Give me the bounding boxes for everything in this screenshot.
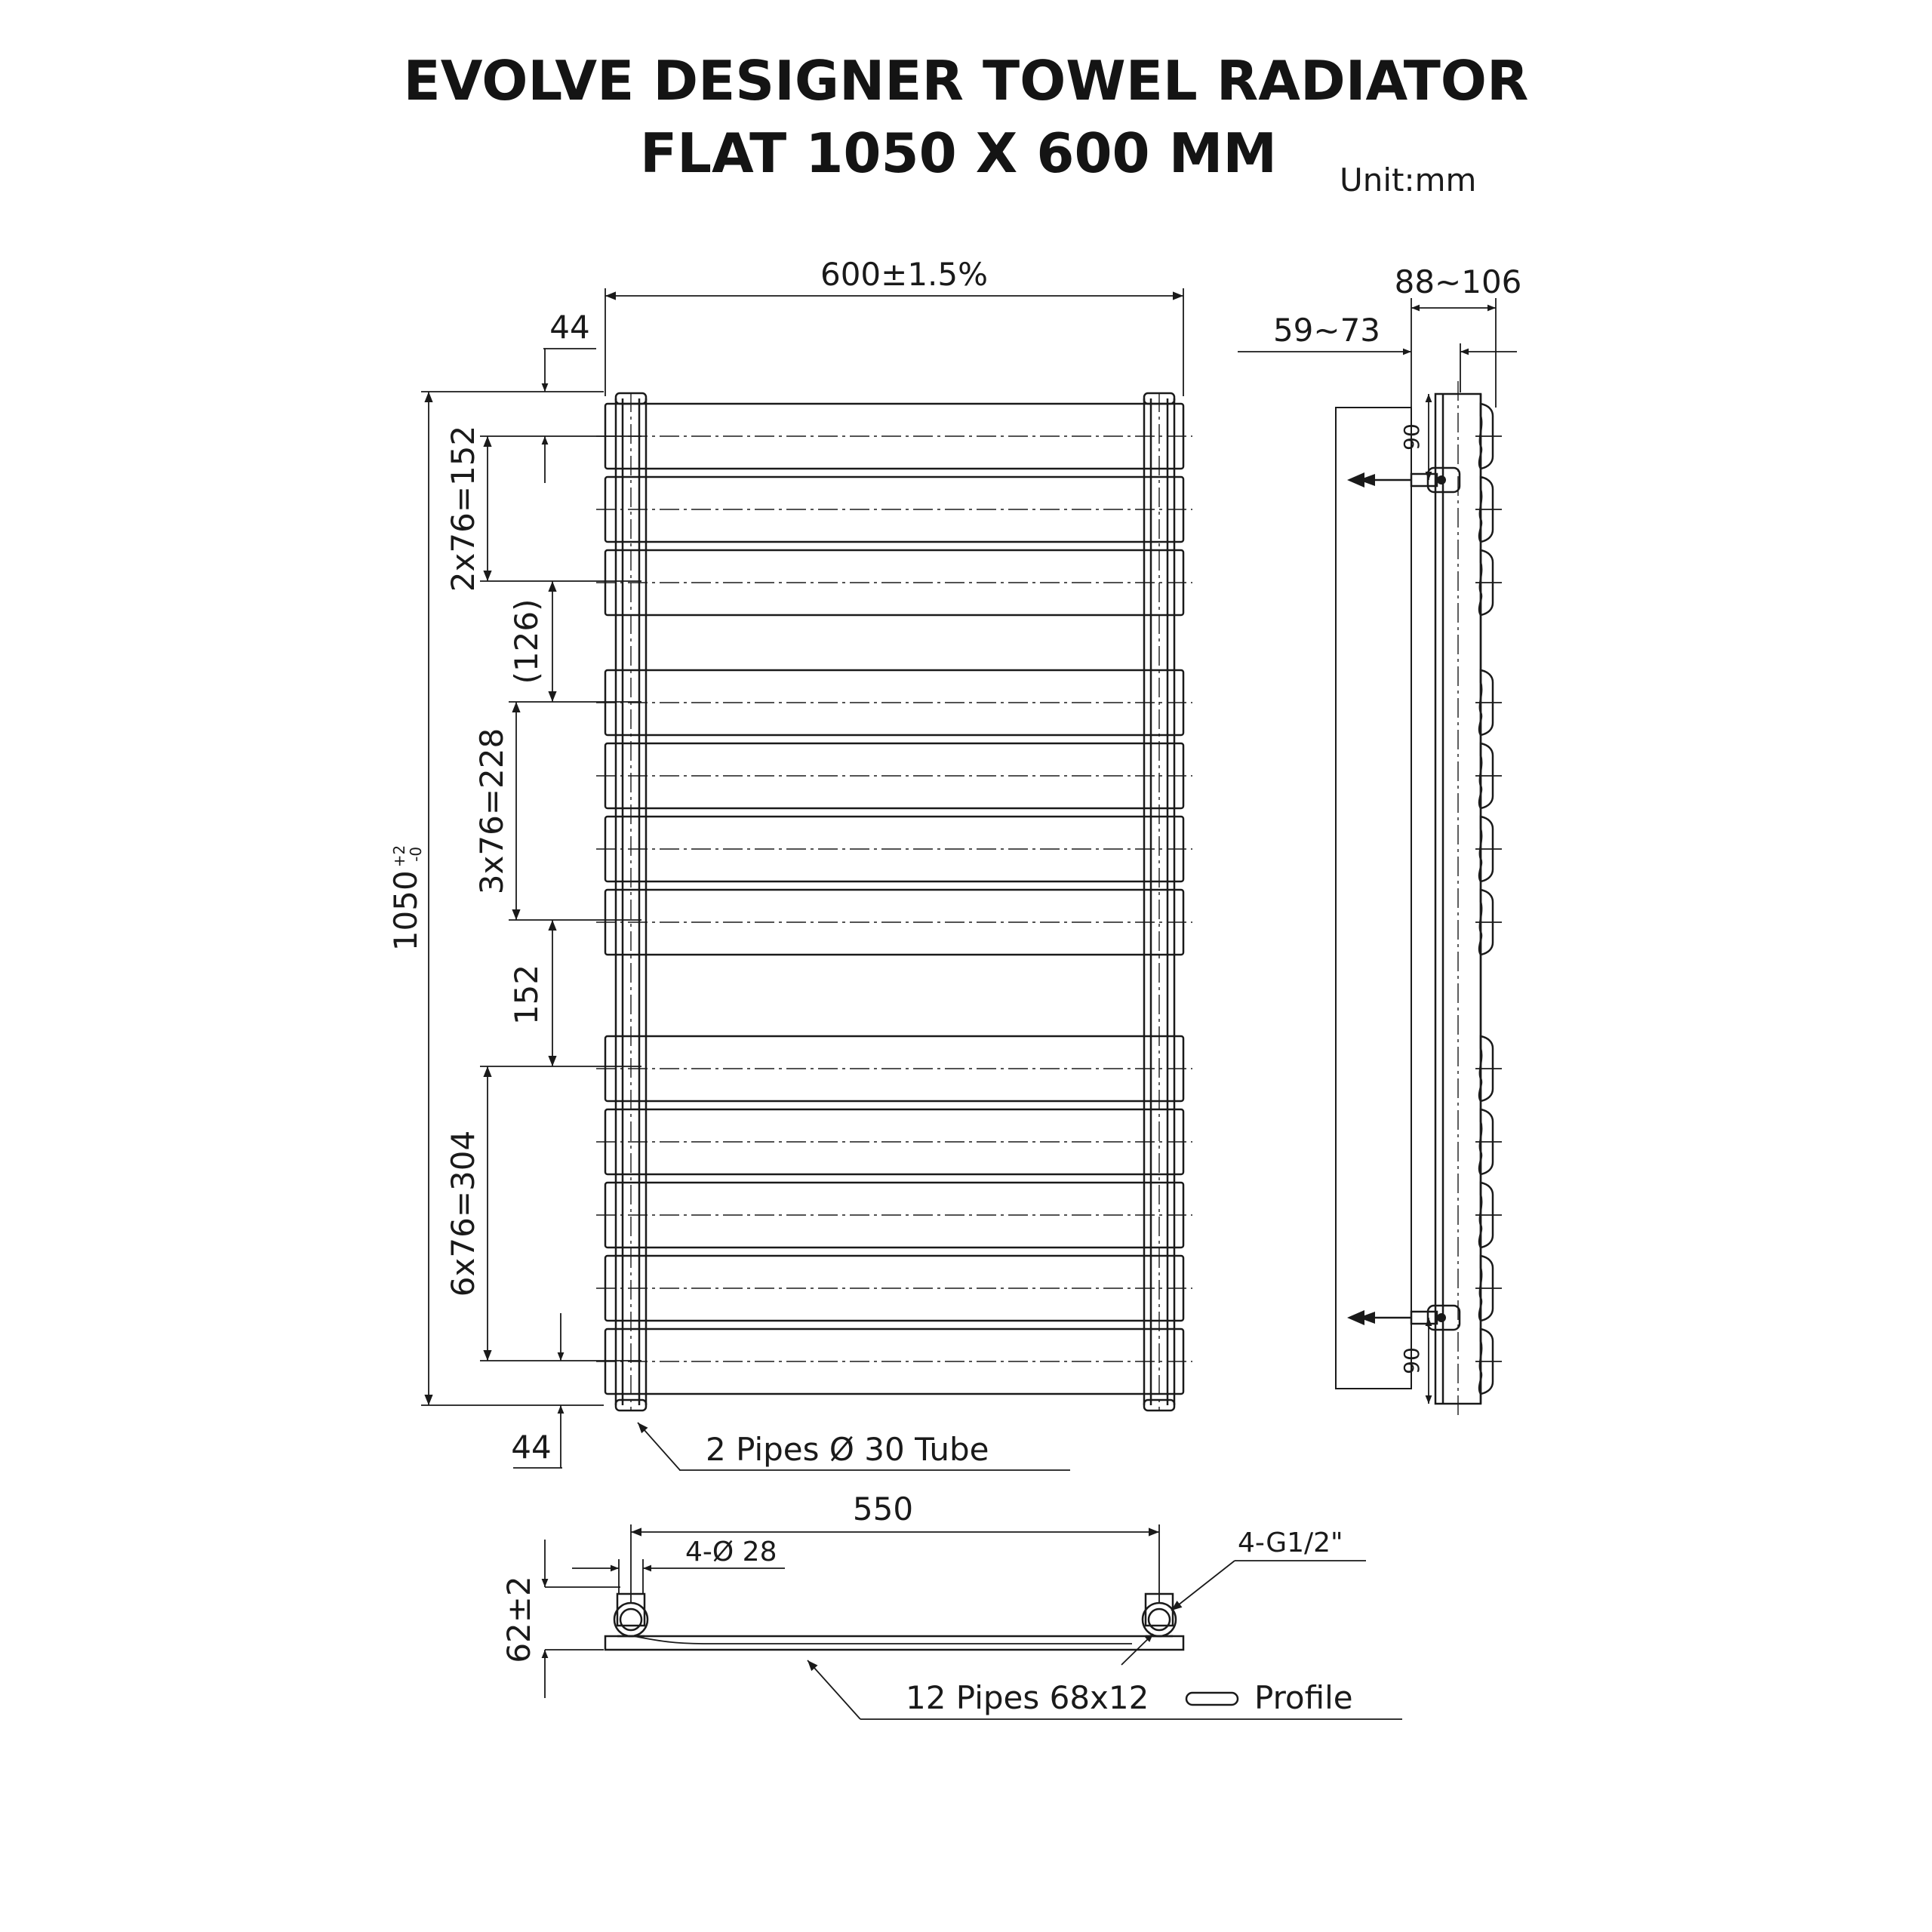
unit-label: Unit:mm xyxy=(1340,162,1476,198)
wall-bracket-bottom xyxy=(1347,1304,1461,1331)
overall-depth-label: 88~106 xyxy=(1395,263,1522,300)
height-62-label: 62±2 xyxy=(500,1576,537,1663)
profile-word-label: Profile xyxy=(1254,1679,1353,1716)
height-dimension-label: 1050+2-0 xyxy=(387,845,425,951)
side-bar-profiles xyxy=(1475,402,1502,1395)
top-offset-label: 44 xyxy=(549,309,589,346)
bottom-offset-label: 44 xyxy=(511,1429,551,1466)
svg-text:1050+2-0: 1050+2-0 xyxy=(387,845,425,951)
profile-callout-label: 12 Pipes 68x12 xyxy=(906,1679,1149,1716)
bracket-bottom-offset-label: 90 xyxy=(1399,1347,1424,1374)
vertical-tube-right xyxy=(1143,392,1176,1412)
wall-bracket-top xyxy=(1347,466,1461,494)
flat-bars xyxy=(596,402,1192,1395)
title-line-1: EVOLVE DESIGNER TOWEL RADIATOR xyxy=(404,49,1529,112)
bracket-top-offset-label: 90 xyxy=(1399,423,1424,451)
side-view: 90 90 88~106 59~73 xyxy=(1238,263,1521,1416)
front-view: 600±1.5% 1050+2-0 44 2x76=152 (126) xyxy=(387,256,1192,1471)
bottom-view: 550 4-Ø 28 4-G1/2" 62±2 12 Pipes 68x12 P… xyxy=(500,1491,1402,1720)
gap1-label: (126) xyxy=(508,599,545,685)
gap2-label: 152 xyxy=(508,964,545,1025)
group3-spacing-label: 6x76=304 xyxy=(445,1131,481,1297)
group1-spacing-label: 2x76=152 xyxy=(445,426,481,592)
inlet-diameter-label: 4-Ø 28 xyxy=(685,1537,777,1567)
thread-label: 4-G1/2" xyxy=(1238,1527,1343,1558)
wall-offset-label: 59~73 xyxy=(1273,312,1380,349)
centres-dimension-label: 550 xyxy=(853,1491,913,1527)
group2-spacing-label: 3x76=228 xyxy=(473,728,510,894)
title-line-2: FLAT 1050 X 600 MM xyxy=(640,122,1277,185)
width-dimension-label: 600±1.5% xyxy=(820,256,988,293)
flat-profile-icon xyxy=(1185,1691,1239,1706)
pipes-callout-label: 2 Pipes Ø 30 Tube xyxy=(706,1431,989,1468)
